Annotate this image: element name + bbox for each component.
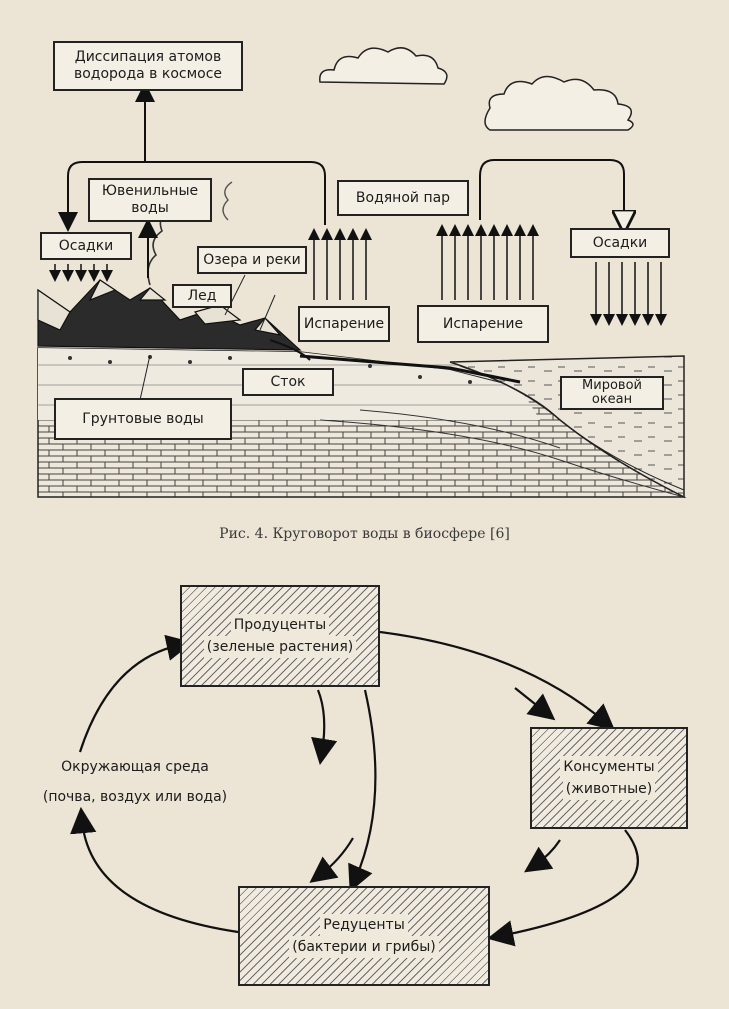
evaporation-left-label: Испарение — [303, 315, 385, 332]
lakes-rivers-label: Озера и реки — [203, 251, 301, 268]
groundwater-box: Грунтовые воды — [54, 398, 232, 440]
ice-box: Лед — [172, 284, 232, 308]
consumers-subtitle: (животные) — [562, 778, 656, 800]
water-vapor-label: Водяной пар — [355, 189, 451, 206]
environment-title: Окружающая среда — [61, 759, 209, 775]
ice-label: Лед — [187, 287, 217, 304]
groundwater-label: Грунтовые воды — [82, 410, 204, 427]
cloud-icon — [319, 47, 448, 85]
environment-subtitle: (почва, воздух или вода) — [42, 789, 228, 805]
runoff-box: Сток — [242, 368, 334, 396]
evaporation-left-box: Испарение — [298, 306, 390, 342]
water-vapor-box: Водяной пар — [337, 180, 469, 216]
producers-title: Продуценты — [230, 614, 330, 636]
evaporation-right-box: Испарение — [417, 305, 549, 343]
precipitation-left-label: Осадки — [58, 237, 114, 254]
juvenile-waters-label: Ювенильные воды — [101, 183, 199, 216]
consumers-box: Консументы (животные) — [530, 727, 688, 829]
precipitation-left-box: Осадки — [40, 232, 132, 260]
cloud-icon — [484, 75, 634, 131]
figure-caption: Рис. 4. Круговорот воды в биосфере [6] — [219, 526, 510, 542]
consumers-title: Консументы — [560, 756, 658, 778]
environment-label: Окружающая среда (почва, воздух или вода… — [30, 752, 240, 812]
producers-box: Продуценты (зеленые растения) — [180, 585, 380, 687]
evaporation-right-label: Испарение — [442, 315, 524, 332]
dissipation-box: Диссипация атомов водорода в космосе — [53, 41, 243, 91]
decomposers-title: Редуценты — [320, 914, 408, 936]
dissipation-label: Диссипация атомов водорода в космосе — [73, 49, 223, 82]
world-ocean-label: Мировой океан — [582, 378, 642, 407]
decomposers-box: Редуценты (бактерии и грибы) — [238, 886, 490, 986]
runoff-label: Сток — [270, 373, 306, 390]
mountains — [37, 279, 302, 351]
juvenile-waters-box: Ювенильные воды — [88, 178, 212, 222]
decomposers-subtitle: (бактерии и грибы) — [289, 936, 439, 958]
precipitation-right-box: Осадки — [570, 228, 670, 258]
world-ocean-box: Мировой океан — [560, 376, 664, 410]
precipitation-right-label: Осадки — [592, 234, 648, 251]
producers-subtitle: (зеленые растения) — [203, 636, 357, 658]
lakes-rivers-box: Озера и реки — [197, 246, 307, 274]
